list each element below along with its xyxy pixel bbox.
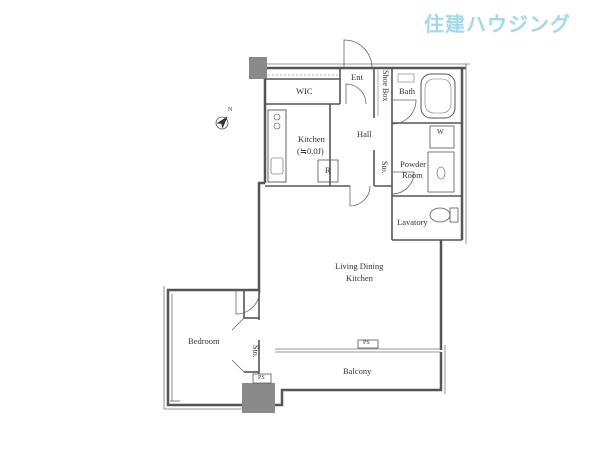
burner xyxy=(273,113,281,121)
toilet-tank xyxy=(449,207,459,223)
outer-walls xyxy=(166,66,466,407)
toilet-bowl xyxy=(429,207,451,223)
room-label-bath: Bath xyxy=(399,86,416,96)
room-label-shoe-box: Shoe Box xyxy=(380,70,390,102)
brand-logo: 住建ハウジング xyxy=(424,12,571,36)
north-label: N xyxy=(228,107,233,113)
room-label-bedroom: Bedroom xyxy=(188,336,220,346)
room-label-hall: Hall xyxy=(357,129,372,139)
room-label-kitchen-size: (≒0.0J) xyxy=(297,146,324,156)
bathtub xyxy=(420,73,456,119)
label-washer: W xyxy=(437,128,444,136)
ps-box-bottom xyxy=(252,373,272,384)
interior-walls xyxy=(243,68,462,383)
room-label-balcony: Balcony xyxy=(343,366,372,376)
outer-edges xyxy=(163,63,470,410)
kitchen-sink xyxy=(270,157,284,175)
burner xyxy=(273,122,281,130)
label-ps-bottom: PS xyxy=(258,375,265,381)
north-arrow-icon xyxy=(215,116,229,130)
refrigerator-box xyxy=(317,159,339,183)
kitchen-counter xyxy=(267,109,287,183)
room-label-ldk-2: Kitchen xyxy=(346,273,373,283)
vanity xyxy=(427,151,455,193)
door-swings xyxy=(170,39,417,402)
vanity-sink xyxy=(436,166,446,180)
bath-basin xyxy=(397,73,415,83)
label-ps-top: PS xyxy=(363,340,370,346)
ps-box-top xyxy=(357,339,379,349)
room-label-lavatory: Lavatory xyxy=(397,217,428,227)
column-top-left xyxy=(249,57,267,79)
room-label-wic: WIC xyxy=(296,86,313,96)
room-label-powder-1: Powder xyxy=(400,159,426,169)
room-label-ldk-1: Living Dining xyxy=(335,261,384,271)
bathtub-inner xyxy=(424,78,452,114)
room-label-powder-2: Room xyxy=(402,170,423,180)
room-label-ent: Ent xyxy=(351,72,363,82)
room-label-kitchen: Kitchen xyxy=(298,134,325,144)
column-bottom xyxy=(242,383,275,413)
washer-box xyxy=(429,125,455,149)
room-label-refrigerator: R xyxy=(325,165,331,175)
room-label-storage-bed: Sto. xyxy=(250,345,260,358)
room-label-storage-hall: Sto. xyxy=(379,161,389,174)
